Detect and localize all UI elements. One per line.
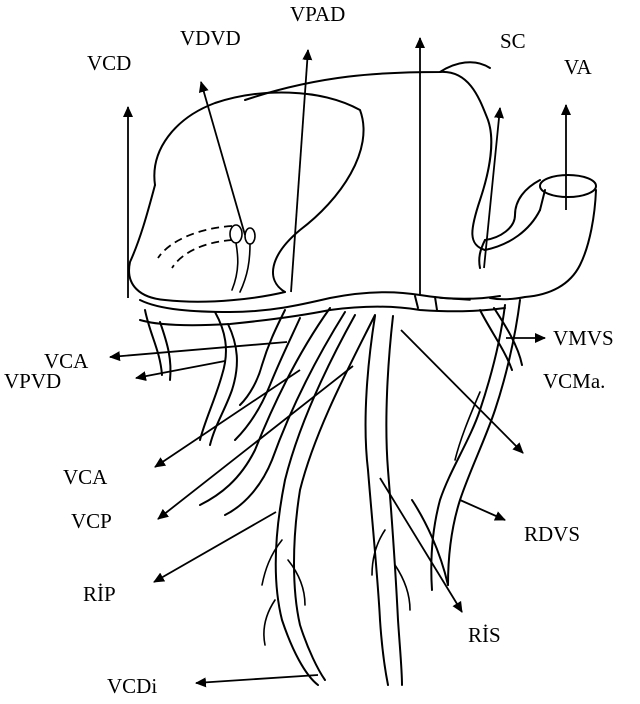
right-veins	[412, 300, 522, 590]
labels: VCD VDVD VPAD SC VA VCA VPVD VCA VCP RİP…	[4, 2, 614, 698]
label-vcp: VCP	[71, 509, 112, 533]
rdvs-arrow	[460, 500, 505, 520]
vdvd-arrow	[201, 82, 245, 235]
label-vcma: VCMa.	[543, 369, 605, 393]
vcdi-arrow	[196, 675, 318, 683]
left-veins	[145, 308, 345, 515]
vca-top-arrow	[110, 342, 287, 357]
heart-outline	[129, 62, 596, 301]
vcp-arrow	[158, 366, 353, 519]
label-vpad: VPAD	[290, 2, 345, 26]
central-veins	[262, 315, 410, 685]
vcma-arrow	[401, 330, 523, 453]
label-vpvd: VPVD	[4, 369, 61, 393]
label-vmvs: VMVS	[553, 326, 614, 350]
label-sc: SC	[500, 29, 526, 53]
label-vca-bottom: VCA	[63, 465, 108, 489]
label-vdvd: VDVD	[180, 26, 241, 50]
label-rdvs: RDVS	[524, 522, 580, 546]
label-rip: RİP	[83, 582, 116, 606]
label-arrows	[110, 38, 566, 683]
vca-bottom-arrow	[155, 370, 300, 467]
rip-arrow	[154, 512, 276, 582]
label-vcd: VCD	[87, 51, 131, 75]
vpvd-arrow	[136, 361, 225, 378]
label-vcdi: VCDi	[107, 674, 157, 698]
sc-arrow	[484, 108, 500, 268]
label-ris: RİS	[468, 623, 501, 647]
label-va: VA	[564, 55, 592, 79]
